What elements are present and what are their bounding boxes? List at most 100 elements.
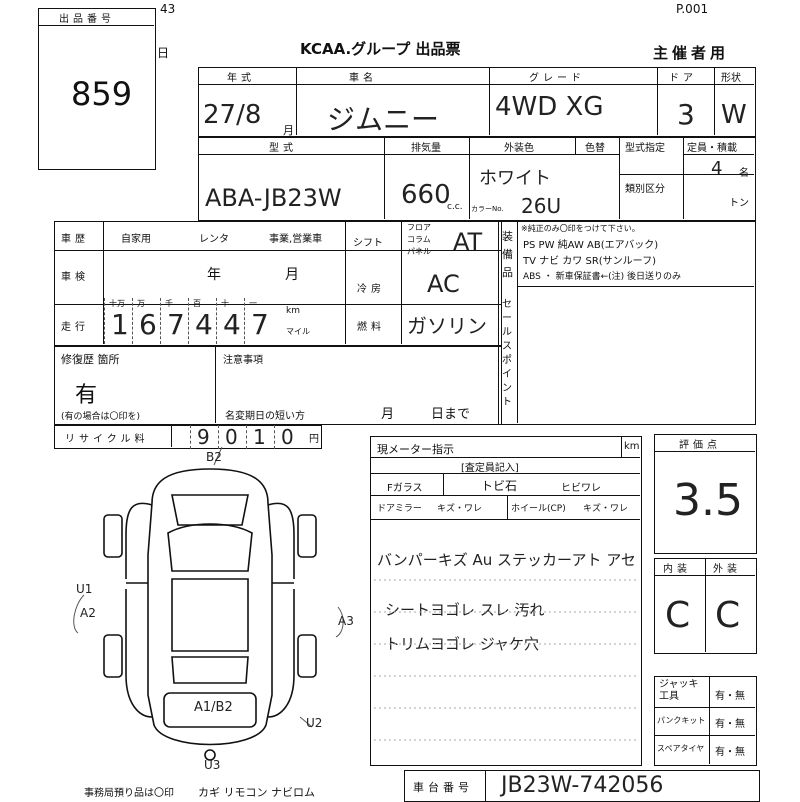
recycle-block: リサイクル料 円 xyxy=(54,425,322,449)
vehicle-row-1: 年式 車名 グレード ドア 形状 27/8 月 ジムニー 4WD XG 3 W xyxy=(198,67,756,137)
type-value: ABA-JB23W xyxy=(205,184,342,212)
mileage-label: 走行 xyxy=(61,322,89,333)
jack-label: ジャッキ工具 xyxy=(659,679,699,702)
displacement-header: 排気量 xyxy=(411,143,441,154)
equipment-line-3: ABS ・ 新車保証書←(注) 後日送りのみ xyxy=(523,272,682,282)
wheel-label: ホイール(CP) xyxy=(511,504,566,514)
mileage-digit: 7 xyxy=(251,308,269,341)
color-header: 外装色 xyxy=(504,143,534,154)
capacity-value: 4 xyxy=(711,158,723,179)
color-no-label: カラーNo. xyxy=(471,205,504,213)
mark-left-lower: A2 xyxy=(80,606,96,620)
tools-block: ジャッキ工具 有・無 パンクキット 有・無 スペアタイヤ 有・無 xyxy=(654,676,757,766)
year-header: 年式 xyxy=(227,73,255,84)
score-value: 3.5 xyxy=(673,475,743,526)
f-glass-label: Fガラス xyxy=(387,483,423,494)
year-value: 27/8 xyxy=(203,100,262,130)
organizer-label: 主催者用 xyxy=(653,44,730,62)
mark-left-upper: U1 xyxy=(76,582,93,596)
chassis-label: 車台番号 xyxy=(413,781,473,794)
mileage-digit-header: 万 xyxy=(137,299,145,308)
interior-value: C xyxy=(665,595,691,636)
recycle-label: リサイクル料 xyxy=(65,434,149,445)
score-label: 評価点 xyxy=(679,440,721,451)
repair-block: 修復歴 箇所 有 (有の場合は〇印を) 注意事項 名変期日の短い方 月 日まで xyxy=(54,346,502,425)
meter-unit: km xyxy=(624,441,640,452)
exterior-value: C xyxy=(715,595,741,636)
body-type-header: 形状 xyxy=(721,73,741,84)
model-header: 車名 xyxy=(349,73,377,84)
body-type-value: W xyxy=(721,100,747,130)
spare-kit-label: パンクキット xyxy=(657,716,706,725)
meter-label: 現メーター指示 xyxy=(377,443,454,456)
mark-front: A1/B2 xyxy=(194,700,233,715)
spare-tire-label: スペアタイヤ xyxy=(657,744,705,753)
equipment-note: ※純正のみ〇印をつけて下さい。 xyxy=(521,224,640,233)
mileage-digit: 7 xyxy=(167,308,185,341)
equipment-line-1: PS PW 純AW AB(エアバック) xyxy=(523,240,659,251)
expiry-day: 日まで xyxy=(431,407,471,422)
grade-header: グレード xyxy=(529,73,585,84)
shift-floor: フロア xyxy=(407,223,431,232)
interior-exterior-block: 内装 外装 C C xyxy=(654,558,757,654)
recycle-unit: 円 xyxy=(309,434,319,445)
inspection-label: 車検 xyxy=(61,272,89,283)
capacity-unit: 名 xyxy=(739,168,749,179)
fuel-label: 燃料 xyxy=(357,322,385,333)
mileage-digit-header: 百 xyxy=(193,299,201,308)
deposit-items: カギ リモコン ナビロム xyxy=(198,786,315,799)
vehicle-row-2: 型式 排気量 外装色 色替 型式指定 定員・積載 類別区分 ABA-JB23W … xyxy=(198,137,756,221)
remark-ruling xyxy=(374,579,638,741)
model-value: ジムニー xyxy=(327,103,440,136)
wheel-value: キズ・ワレ xyxy=(583,504,629,514)
fuel-value: ガソリン xyxy=(407,314,487,338)
spare-kit-option: 有・無 xyxy=(715,719,745,730)
equipment-label: 装備品 xyxy=(502,230,513,279)
sales-point-label: セールスポイント xyxy=(502,299,512,408)
door-mirror-label: ドアミラー xyxy=(377,504,422,514)
history-block: 車歴 自家用 レンタ 事業,営業車 シフト フロア コラム パネル AT 車検 … xyxy=(54,221,502,346)
mileage-digit-header: 一 xyxy=(249,299,257,308)
short-expiry-label: 名変期日の短い方 xyxy=(225,411,305,422)
shift-value: AT xyxy=(453,228,483,256)
day-char: 日 xyxy=(157,46,170,60)
recycle-digit: 0 xyxy=(281,425,294,449)
shift-column: コラム xyxy=(407,235,431,244)
doors-value: 3 xyxy=(677,98,695,131)
mark-front-right: U2 xyxy=(306,716,323,730)
sheet-title: KCAA.グループ 出品票 xyxy=(300,40,461,58)
mileage-digit-header: 千 xyxy=(165,299,173,308)
chassis-value: JB23W-742056 xyxy=(501,773,664,798)
notes-label: 注意事項 xyxy=(223,355,263,366)
recycle-digit: 1 xyxy=(253,425,266,449)
type-designation-header: 型式指定 xyxy=(625,143,665,154)
car-damage-map xyxy=(73,446,344,761)
mileage-digit: 4 xyxy=(223,308,241,341)
year-month-suffix: 月 xyxy=(283,124,294,137)
door-mirror-value: キズ・ワレ xyxy=(437,504,483,514)
mileage-unit-mile: マイル xyxy=(286,327,310,336)
recycle-digit-cell: 1 xyxy=(246,425,274,449)
recycle-digit-cell: 9 xyxy=(190,425,218,449)
displacement-value: 660 xyxy=(401,180,451,210)
inspection-month: 月 xyxy=(285,267,299,283)
recycle-digit: 0 xyxy=(225,425,238,449)
aircon-label: 冷房 xyxy=(357,284,385,295)
equipment-line-2: TV ナビ カワ SR(サンルーフ) xyxy=(523,256,656,267)
shift-panel: パネル xyxy=(407,247,431,256)
color-value: ホワイト xyxy=(479,168,551,189)
history-business: 事業,営業車 xyxy=(269,234,323,245)
recycle-digit: 9 xyxy=(197,425,210,449)
repair-note: (有の場合は〇印を) xyxy=(61,412,141,422)
exterior-label: 外装 xyxy=(713,564,741,575)
shift-label: シフト xyxy=(353,238,383,249)
mileage-digit-header: 十万 xyxy=(109,299,125,308)
mileage-unit-km: km xyxy=(286,306,300,316)
score-block: 評価点 3.5 xyxy=(654,434,757,554)
recycle-digit-cell: 0 xyxy=(218,425,246,449)
